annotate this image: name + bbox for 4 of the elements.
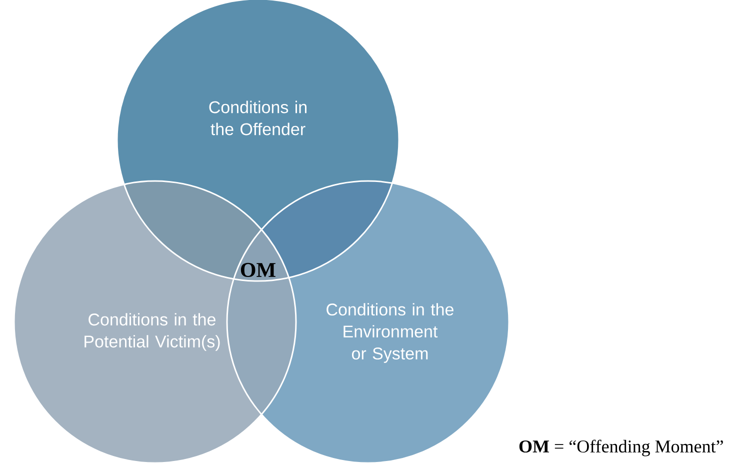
circle-label: Conditions in the Potential Victim(s) [84,313,220,351]
circle-label: Conditions in the Environment or System [326,303,454,363]
circle-label: Conditions in the Offender [209,100,306,136]
overlap-label: OM [240,262,276,278]
